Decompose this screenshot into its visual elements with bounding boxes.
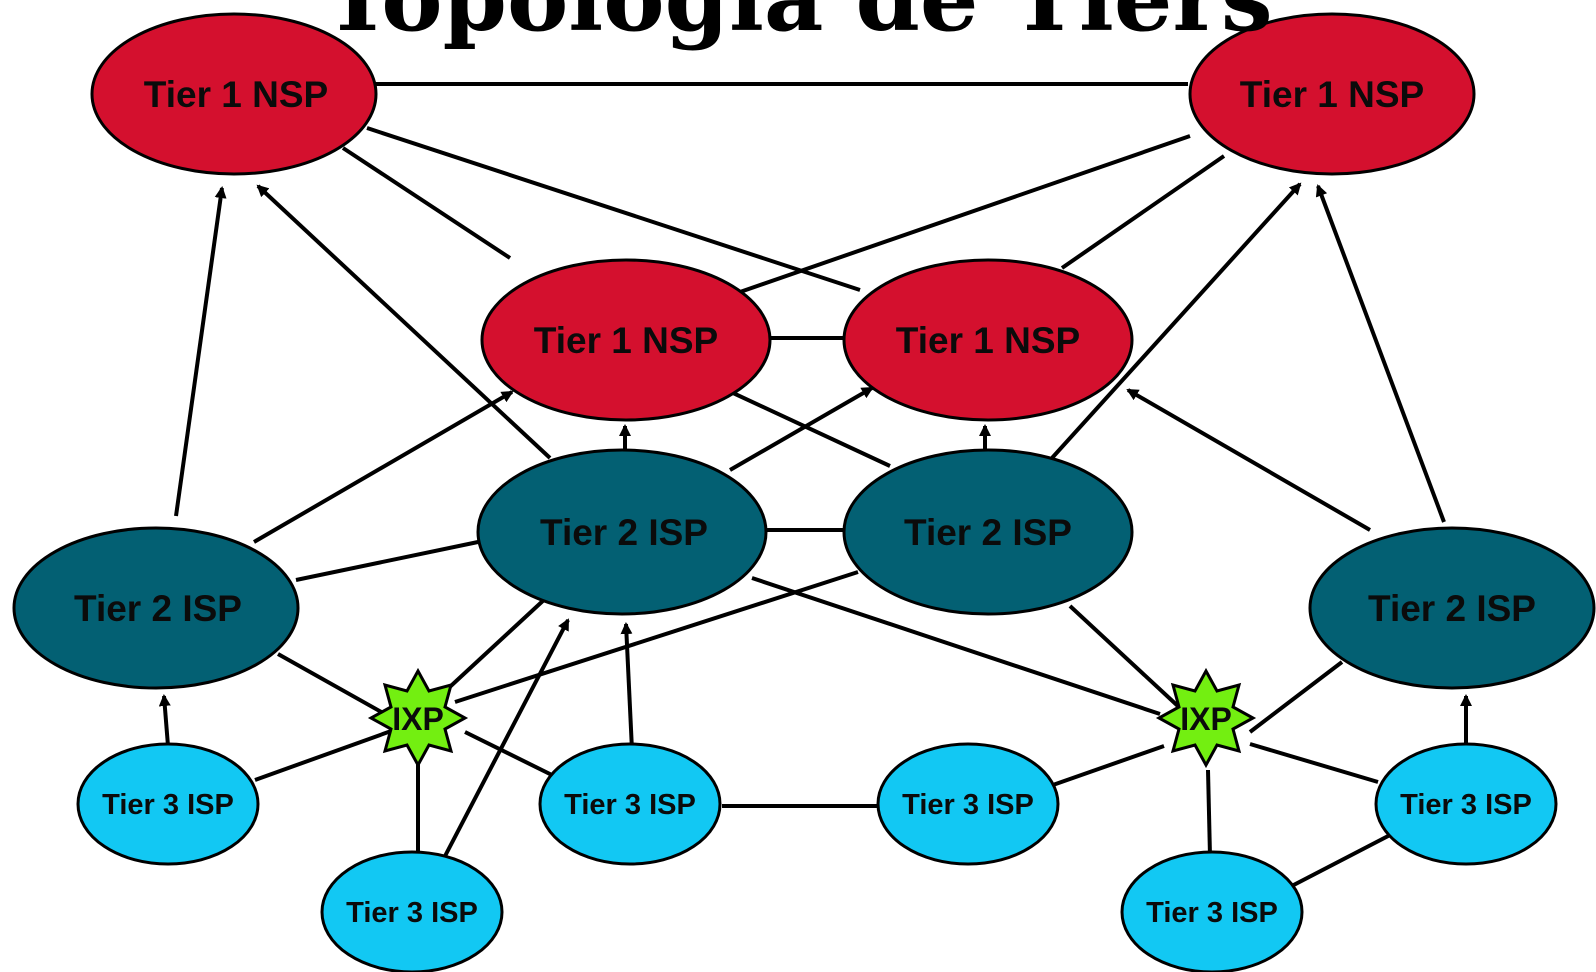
tier2-isp-node: Tier 2 ISP <box>842 448 1134 616</box>
tier3-isp-node: Tier 3 ISP <box>320 850 504 972</box>
link <box>1283 832 1393 892</box>
tier1-nodes: Tier 1 NSP Tier 1 NSP Tier 1 NSP Tier 1 … <box>90 12 1476 422</box>
link <box>464 730 559 780</box>
ixp-node: IXP <box>367 667 469 769</box>
link <box>751 576 1161 716</box>
link <box>174 186 227 517</box>
link <box>1060 154 1226 270</box>
tier3-isp-label: Tier 3 ISP <box>1146 897 1278 929</box>
link <box>277 652 393 720</box>
ixp-label: IXP <box>392 701 444 737</box>
link <box>442 618 570 859</box>
tier1-nsp-node: Tier 1 NSP <box>90 12 378 176</box>
tier2-isp-node: Tier 2 ISP <box>1308 526 1596 690</box>
ixp-nodes: IXP IXP <box>367 667 1257 769</box>
tier3-isp-node: Tier 3 ISP <box>1120 850 1304 972</box>
link <box>739 134 1191 294</box>
link <box>454 570 859 704</box>
tier1-nsp-node: Tier 1 NSP <box>1188 12 1476 176</box>
tier1-nsp-node: Tier 1 NSP <box>480 258 772 422</box>
tier3-isp-node: Tier 3 ISP <box>538 742 722 866</box>
tier3-isp-label: Tier 3 ISP <box>346 897 478 929</box>
tier3-isp-label: Tier 3 ISP <box>564 789 696 821</box>
tier3-isp-node: Tier 3 ISP <box>876 742 1060 866</box>
tier3-isp-node: Tier 3 ISP <box>76 742 260 866</box>
tier1-nsp-node: Tier 1 NSP <box>842 258 1134 422</box>
link <box>254 728 395 782</box>
tier2-isp-label: Tier 2 ISP <box>74 588 242 629</box>
tier2-isp-label: Tier 2 ISP <box>904 512 1072 553</box>
tier1-nsp-label: Tier 1 NSP <box>1240 74 1424 115</box>
link <box>256 184 552 460</box>
link <box>728 386 874 472</box>
tier2-isp-label: Tier 2 ISP <box>1368 588 1536 629</box>
link <box>366 126 861 292</box>
tier3-isp-node: Tier 3 ISP <box>1374 742 1558 866</box>
link <box>1315 184 1446 523</box>
tier2-isp-node: Tier 2 ISP <box>12 526 300 690</box>
link <box>716 384 891 468</box>
link <box>252 390 514 544</box>
link <box>620 622 634 751</box>
tier2-isp-node: Tier 2 ISP <box>476 448 768 616</box>
link <box>1049 744 1165 788</box>
link <box>1068 604 1182 710</box>
link <box>158 694 171 747</box>
ixp-star-icon <box>367 667 469 769</box>
link <box>438 596 548 698</box>
link <box>1206 769 1212 857</box>
tier3-isp-label: Tier 3 ISP <box>1400 789 1532 821</box>
tier3-isp-label: Tier 3 ISP <box>102 789 234 821</box>
links <box>158 82 1472 892</box>
tier3-nodes: Tier 3 ISP Tier 3 ISP Tier 3 ISP Tier 3 … <box>76 742 1558 972</box>
tier2-isp-label: Tier 2 ISP <box>540 512 708 553</box>
link <box>295 540 479 582</box>
ixp-star-icon <box>1155 667 1257 769</box>
tier3-isp-label: Tier 3 ISP <box>902 789 1034 821</box>
link <box>1126 388 1372 532</box>
tier1-nsp-label: Tier 1 NSP <box>144 74 328 115</box>
ixp-node: IXP <box>1155 667 1257 769</box>
link <box>1249 742 1379 784</box>
link <box>1050 182 1302 460</box>
diagram-title: Topologia de Tiers <box>0 0 1596 48</box>
link <box>341 146 512 260</box>
tier1-nsp-label: Tier 1 NSP <box>534 320 718 361</box>
tier1-nsp-label: Tier 1 NSP <box>896 320 1080 361</box>
ixp-label: IXP <box>1180 701 1232 737</box>
tier2-nodes: Tier 2 ISP Tier 2 ISP Tier 2 ISP Tier 2 … <box>12 448 1596 690</box>
link <box>1248 660 1344 734</box>
